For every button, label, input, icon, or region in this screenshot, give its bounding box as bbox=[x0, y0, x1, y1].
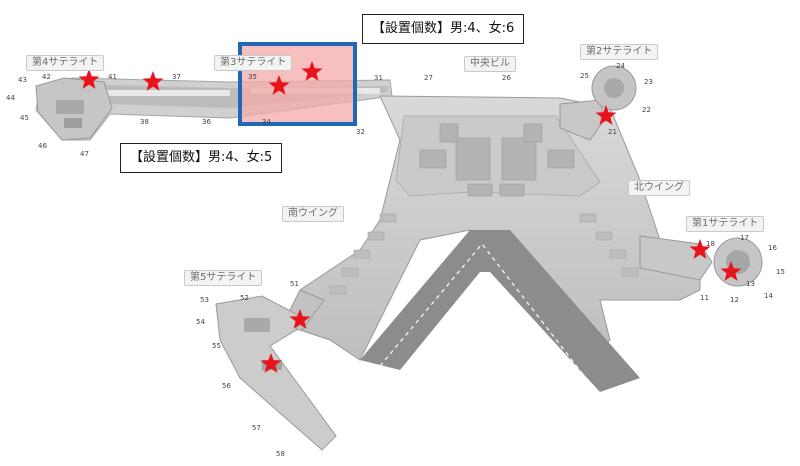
facility-count-callout-top: 【設置個数】男:4、女:6 bbox=[362, 14, 525, 44]
red-star-icon[interactable] bbox=[595, 105, 617, 125]
gate-label: 55 bbox=[212, 342, 221, 350]
apron-taxiway bbox=[360, 230, 640, 392]
gate-label: 31 bbox=[374, 74, 383, 82]
red-star-icon[interactable] bbox=[289, 309, 311, 329]
gate-label: 46 bbox=[38, 142, 47, 150]
gate-label: 53 bbox=[200, 296, 209, 304]
satellite-4-building bbox=[35, 77, 113, 141]
gate-label: 12 bbox=[730, 296, 739, 304]
area-label-satellite-5: 第5サテライト bbox=[184, 270, 263, 286]
gate-label: 25 bbox=[580, 72, 589, 80]
gate-label: 54 bbox=[196, 318, 205, 326]
area-label-satellite-2: 第2サテライト bbox=[580, 44, 659, 60]
gate-label: 42 bbox=[42, 73, 51, 81]
red-star-icon[interactable] bbox=[268, 75, 290, 95]
red-star-icon[interactable] bbox=[78, 69, 100, 89]
gate-label: 11 bbox=[700, 294, 709, 302]
gate-label: 34 bbox=[262, 118, 271, 126]
gate-label: 44 bbox=[6, 94, 15, 102]
gate-label: 24 bbox=[616, 62, 625, 70]
gate-label: 18 bbox=[706, 240, 715, 248]
gate-label: 45 bbox=[20, 114, 29, 122]
gate-label: 52 bbox=[240, 294, 249, 302]
red-star-icon[interactable] bbox=[142, 71, 164, 91]
gate-label: 21 bbox=[608, 128, 617, 136]
gate-label: 26 bbox=[502, 74, 511, 82]
red-star-icon[interactable] bbox=[260, 353, 282, 373]
gate-label: 51 bbox=[290, 280, 299, 288]
gate-label: 56 bbox=[222, 382, 231, 390]
marker-layer bbox=[78, 61, 742, 373]
gate-label: 37 bbox=[172, 73, 181, 81]
area-label-central-building: 中央ビル bbox=[464, 56, 516, 72]
gate-label: 35 bbox=[248, 73, 257, 81]
gate-label: 41 bbox=[108, 73, 117, 81]
facility-count-callout-left: 【設置個数】男:4、女:5 bbox=[120, 143, 283, 173]
gate-label: 16 bbox=[768, 244, 777, 252]
gate-label: 58 bbox=[276, 450, 285, 458]
gate-label: 15 bbox=[776, 268, 785, 276]
gate-label: 38 bbox=[140, 118, 149, 126]
area-label-satellite-4: 第4サテライト bbox=[26, 55, 105, 71]
gate-label: 47 bbox=[80, 150, 89, 158]
gate-label: 36 bbox=[202, 118, 211, 126]
gate-label: 23 bbox=[644, 78, 653, 86]
gate-label: 13 bbox=[746, 280, 755, 288]
gate-label: 57 bbox=[252, 424, 261, 432]
red-star-icon[interactable] bbox=[720, 261, 742, 281]
gate-label: 17 bbox=[740, 234, 749, 242]
gate-label: 22 bbox=[642, 106, 651, 114]
satellite-2-building bbox=[559, 65, 637, 141]
red-star-icon[interactable] bbox=[689, 239, 711, 259]
area-label-satellite-1: 第1サテライト bbox=[686, 216, 765, 232]
gate-label: 43 bbox=[18, 76, 27, 84]
area-label-north-wing: 北ウイング bbox=[628, 180, 690, 196]
gate-label: 14 bbox=[764, 292, 773, 300]
area-label-satellite-3: 第3サテライト bbox=[214, 55, 293, 71]
gate-label: 27 bbox=[424, 74, 433, 82]
red-star-icon[interactable] bbox=[301, 61, 323, 81]
gate-label: 32 bbox=[356, 128, 365, 136]
area-label-south-wing: 南ウイング bbox=[282, 206, 344, 222]
